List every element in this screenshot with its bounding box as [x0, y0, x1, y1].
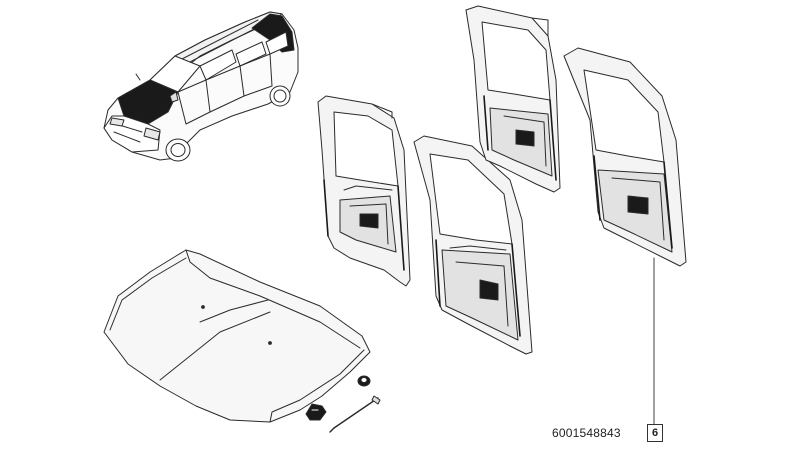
hood-panel [103, 249, 371, 423]
rear-door-upper-panel [465, 5, 561, 193]
hood-stop-bumper [357, 375, 371, 387]
part-number-label: 6001548843 [552, 426, 621, 440]
rear-door-center-panel [413, 135, 533, 355]
hood-latch-clip [305, 403, 327, 421]
rear-door-right-panel [563, 47, 687, 267]
vehicle-overview [103, 11, 299, 162]
callout-number-box: 6 [647, 424, 663, 442]
hood-prop-rod [329, 395, 381, 433]
rear-door-left-panel [317, 95, 411, 287]
